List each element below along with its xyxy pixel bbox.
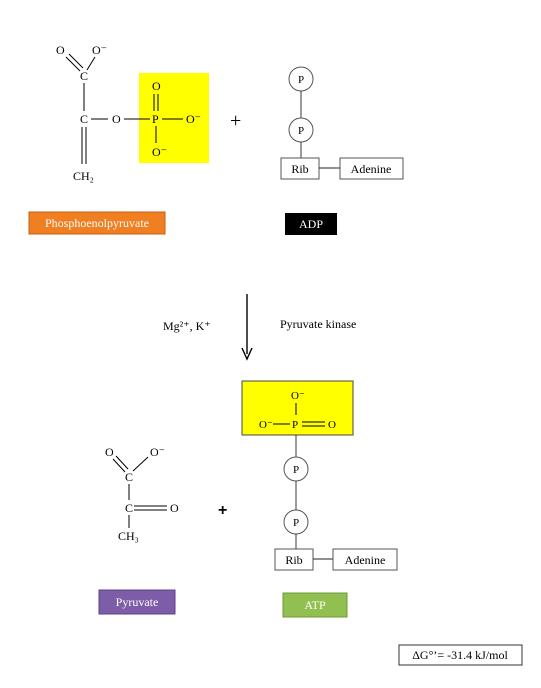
pep-o-bridge: O: [112, 112, 121, 126]
pep-o-carbonyl: O: [56, 43, 65, 57]
pep-p-o-right: O⁻: [186, 112, 201, 126]
atp-rib: Rib: [285, 553, 302, 567]
atp-label: ATP: [304, 598, 326, 612]
adp-rib-box: [280, 157, 320, 180]
atp-o-top: O⁻: [291, 390, 305, 402]
atp-adenine: Adenine: [345, 553, 386, 567]
atp-o-right: O: [328, 419, 336, 431]
adp-phosphate-1: P: [298, 74, 304, 86]
plus-top: +: [230, 110, 241, 132]
atp-structure: O⁻ O⁻ P O P P Rib Adenine: [241, 380, 398, 571]
pep-co-double-bond-a: [65, 56, 81, 72]
pyr-o-carbonyl: O: [105, 445, 114, 459]
reaction-arrow: [241, 294, 253, 361]
pyruvate-structure: O O⁻ C C O CH₃: [105, 445, 179, 543]
pyr-c-top: C: [125, 470, 133, 484]
free-energy-box: [398, 644, 523, 666]
pyr-co-double-b: [115, 455, 129, 470]
adp-label: ADP: [299, 217, 323, 231]
pyr-co-double-a: [112, 458, 126, 473]
pep-label-box: [28, 211, 166, 235]
pep-p-o-bottom: O⁻: [152, 145, 167, 159]
adp-label-box: [285, 213, 337, 235]
cofactors-label: Mg²⁺, K⁺: [163, 319, 211, 333]
plus-bottom: +: [218, 502, 227, 519]
arrow-head: [241, 347, 253, 361]
pyr-c-mid: C: [125, 501, 133, 515]
pep-p-o-top: O: [152, 79, 161, 93]
pep-co-single-bond: [86, 56, 96, 71]
pep-co-double-bond-b: [68, 53, 84, 69]
pep-c-top: C: [80, 69, 88, 83]
pep-o-minus: O⁻: [92, 43, 107, 57]
atp-adenine-box: [332, 548, 398, 571]
adp-adenine: Adenine: [351, 162, 392, 176]
enzyme-label: Pyruvate kinase: [280, 317, 356, 331]
pep-label: Phosphoenolpyruvate: [45, 216, 149, 230]
pyr-ch3: CH₃: [118, 529, 139, 543]
pep-phosphate-highlight: [139, 73, 209, 163]
adp-structure: P P Rib Adenine: [280, 66, 404, 180]
atp-o-left: O⁻: [259, 419, 273, 431]
phosphoenolpyruvate-structure: O O⁻ C C O P O O⁻ O⁻ CH₂: [56, 43, 209, 183]
atp-rib-box: [274, 548, 314, 571]
pep-p: P: [152, 112, 159, 126]
atp-p: P: [292, 419, 298, 431]
adp-adenine-box: [339, 157, 404, 180]
pyr-co-single: [132, 456, 149, 472]
pyruvate-label-box: [98, 589, 176, 615]
pep-ch2: CH₂: [73, 169, 94, 183]
atp-phosphate-highlight: [241, 380, 354, 436]
pep-c-mid: C: [80, 112, 88, 126]
atp-phosphate-1: P: [293, 464, 299, 476]
adp-phosphate-2: P: [298, 125, 304, 137]
pyruvate-label: Pyruvate: [116, 595, 159, 609]
atp-phosphate-2: P: [293, 517, 299, 529]
adp-rib: Rib: [291, 162, 308, 176]
free-energy-label: ΔG°’= -31.4 kJ/mol: [412, 648, 508, 662]
atp-label-box: [282, 592, 348, 618]
pyr-o-keto: O: [170, 501, 179, 515]
pyr-o-minus: O⁻: [150, 445, 165, 459]
